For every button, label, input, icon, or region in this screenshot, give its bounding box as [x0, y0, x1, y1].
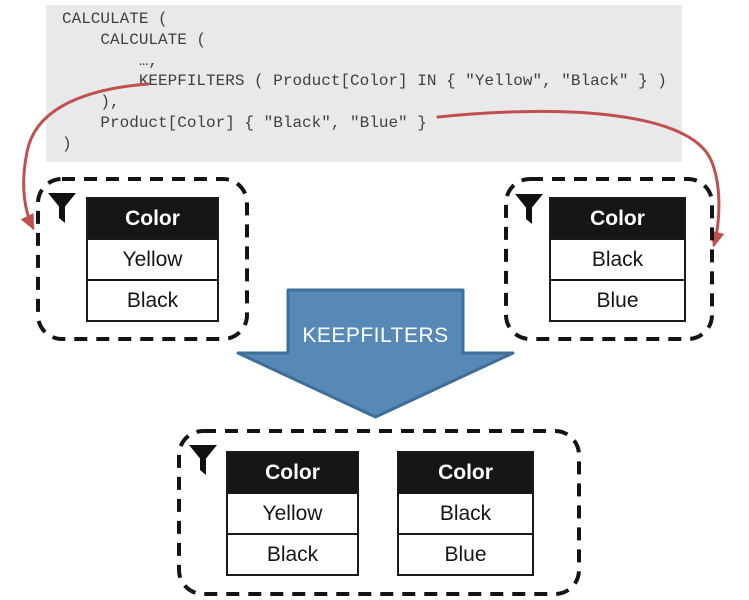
code-line-2: CALCULATE (: [62, 30, 207, 49]
keepfilters-block-arrow: [236, 288, 515, 419]
code-line-3: …,: [62, 51, 159, 70]
table-row: Black: [399, 492, 532, 533]
table-row: Blue: [551, 279, 684, 320]
result-color-table-1: Color Yellow Black: [226, 451, 359, 576]
left-color-table: Color Yellow Black: [86, 197, 219, 322]
code-line-7: ): [62, 134, 72, 153]
table-row: Blue: [399, 533, 532, 574]
table-header: Color: [551, 199, 684, 238]
right-color-table: Color Black Blue: [549, 197, 686, 322]
filter-icon: [515, 194, 543, 224]
table-header: Color: [88, 199, 217, 238]
code-line-5: ),: [62, 93, 120, 112]
table-row: Black: [88, 279, 217, 320]
dax-code-block: CALCULATE ( CALCULATE ( …, KEEPFILTERS (…: [46, 5, 682, 162]
table-header: Color: [399, 453, 532, 492]
code-line-6: Product[Color] { "Black", "Blue" }: [62, 113, 427, 132]
code-line-4: KEEPFILTERS ( Product[Color] IN { "Yello…: [62, 72, 667, 91]
table-row: Yellow: [228, 492, 357, 533]
table-header: Color: [228, 453, 357, 492]
filter-icon: [48, 193, 76, 223]
table-row: Black: [228, 533, 357, 574]
table-row: Yellow: [88, 238, 217, 279]
filter-icon: [189, 445, 217, 475]
keepfilters-label: KEEPFILTERS: [302, 324, 449, 347]
code-line-1: CALCULATE (: [62, 10, 168, 28]
table-row: Black: [551, 238, 684, 279]
result-color-table-2: Color Black Blue: [397, 451, 534, 576]
